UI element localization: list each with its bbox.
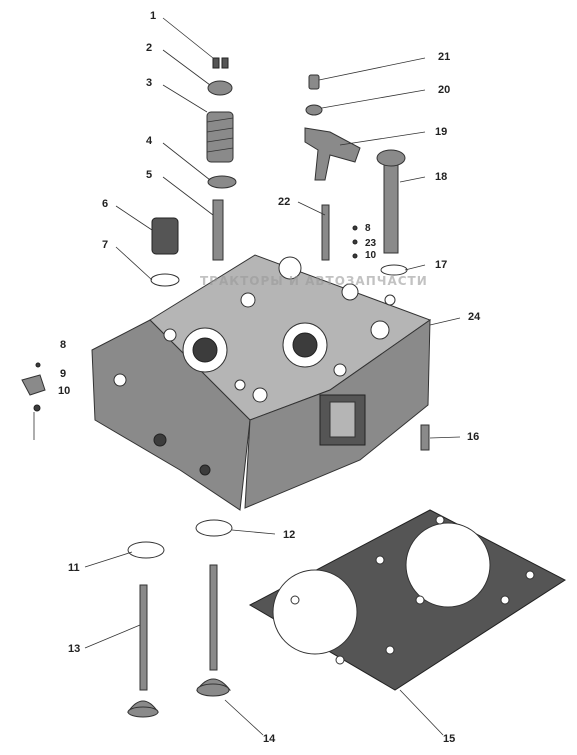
fitting-left-group [21, 362, 46, 412]
callout-8-left: 8 [60, 339, 66, 351]
callout-14: 14 [263, 733, 276, 745]
leader-lines [33, 17, 461, 736]
valve-train-left [206, 57, 237, 261]
callout-10-right: 10 [365, 250, 377, 261]
callout-labels: 1 2 3 4 5 6 7 8 9 10 11 12 13 14 15 16 1… [58, 10, 481, 745]
valve-seat-ring-right-part [195, 519, 233, 537]
callout-13: 13 [68, 643, 80, 655]
callout-23: 23 [365, 238, 377, 249]
cylinder-head-part [91, 254, 432, 511]
callout-15: 15 [443, 733, 455, 745]
callout-24: 24 [468, 311, 481, 323]
callout-19: 19 [435, 126, 447, 138]
o-ring-part [150, 273, 180, 287]
callout-9: 9 [60, 368, 66, 380]
callout-1: 1 [150, 10, 156, 22]
callout-6: 6 [102, 198, 108, 210]
head-gasket-part [248, 509, 566, 691]
callout-18: 18 [435, 171, 447, 183]
dowel-pin-part [420, 424, 430, 451]
callout-3: 3 [146, 77, 152, 89]
valve-seal-part [151, 217, 179, 255]
callout-17: 17 [435, 259, 447, 271]
valve-right-part [196, 564, 232, 697]
valve-seat-ring-left-part [127, 541, 165, 559]
callout-20: 20 [438, 84, 450, 96]
callout-5: 5 [146, 169, 152, 181]
callout-12: 12 [283, 529, 295, 541]
watermark-text: ТРАКТОРЫ И АВТОЗАПЧАСТИ [200, 274, 428, 288]
callout-16: 16 [467, 431, 479, 443]
callout-11: 11 [68, 562, 80, 574]
callout-22: 22 [278, 196, 290, 208]
callout-10-left: 10 [58, 385, 70, 397]
callout-2: 2 [146, 42, 152, 54]
callout-8-right: 8 [365, 223, 371, 234]
callout-4: 4 [146, 135, 153, 147]
valve-left-part [127, 584, 159, 718]
callout-21: 21 [438, 51, 450, 63]
rocker-assembly [304, 74, 408, 276]
callout-7: 7 [102, 239, 108, 251]
